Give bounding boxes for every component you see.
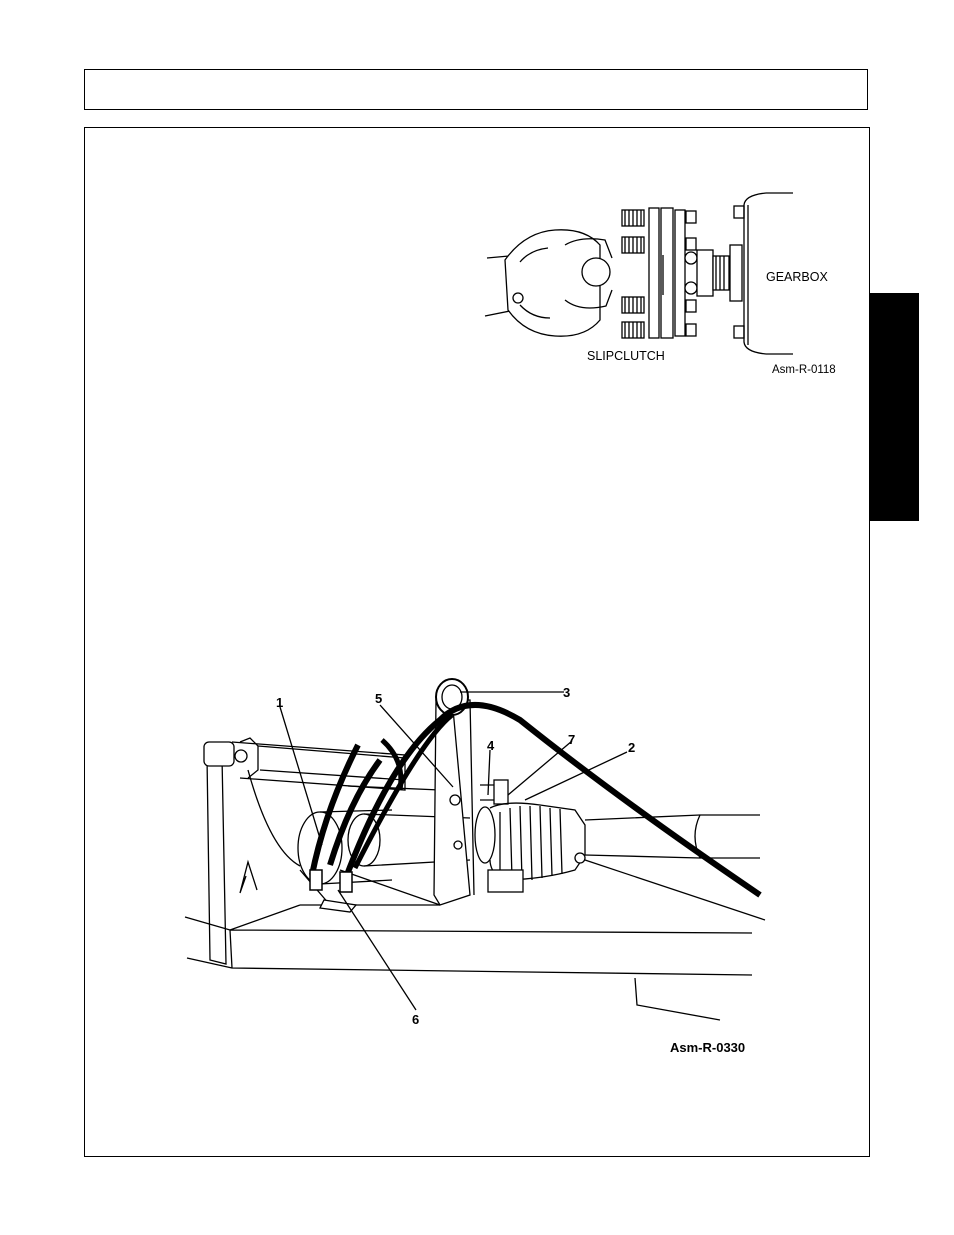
callout-7: 7 bbox=[568, 732, 575, 747]
callout-3: 3 bbox=[563, 685, 570, 700]
callout-2: 2 bbox=[628, 740, 635, 755]
slipclutch-gearbox-figure bbox=[485, 193, 793, 354]
callout-5: 5 bbox=[375, 691, 382, 706]
callout-1: 1 bbox=[276, 695, 283, 710]
callout-6: 6 bbox=[412, 1012, 419, 1027]
figure1-asm-id: Asm-R-0118 bbox=[772, 364, 836, 376]
hose-routing-figure bbox=[185, 679, 765, 1020]
callout-4: 4 bbox=[487, 738, 495, 753]
gearbox-label: GEARBOX bbox=[766, 270, 828, 284]
slipclutch-label: SLIPCLUTCH bbox=[587, 349, 665, 363]
figure2-asm-id: Asm-R-0330 bbox=[670, 1040, 745, 1055]
